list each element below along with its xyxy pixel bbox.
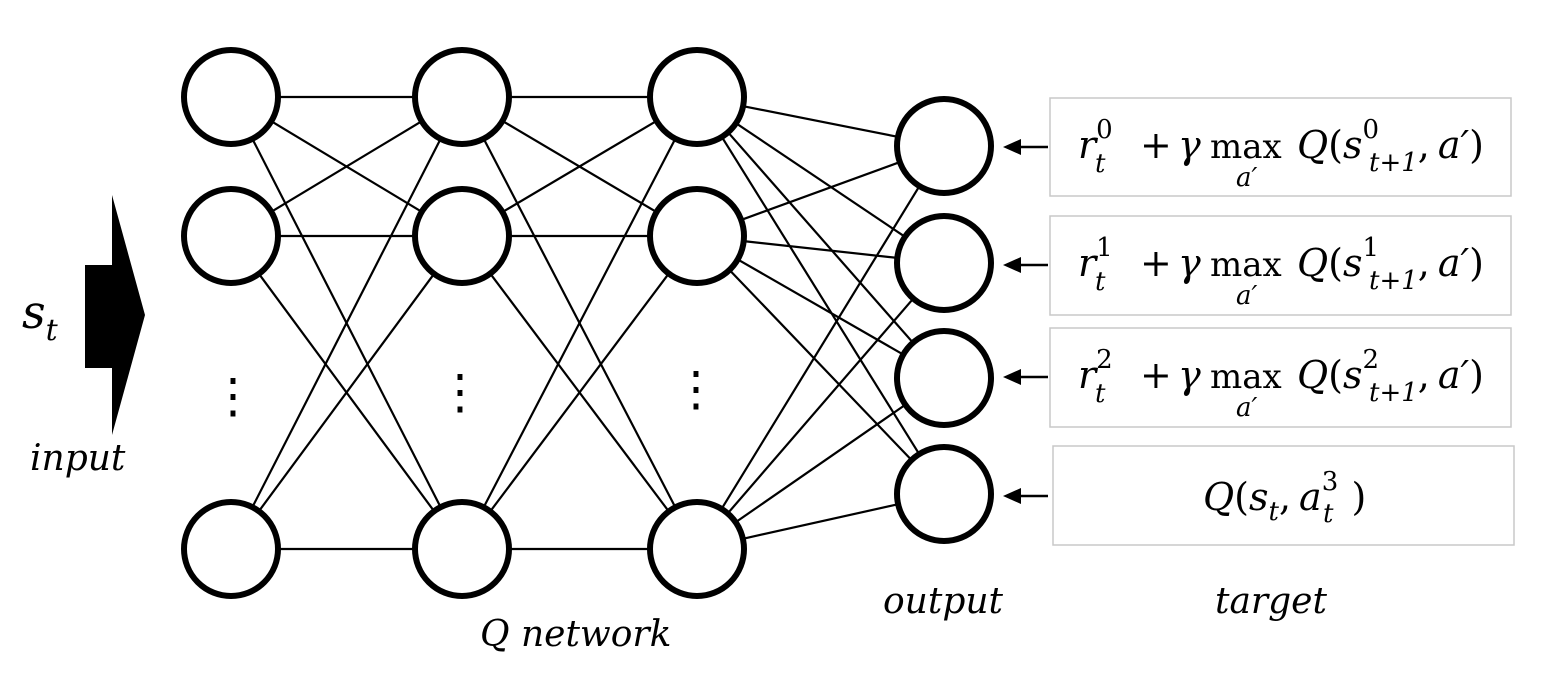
hidden-layer-1-node [412, 499, 512, 599]
svg-text:max: max [1210, 245, 1282, 285]
target-arrow [1003, 139, 1048, 155]
network-edge [726, 297, 915, 515]
network-edge [743, 240, 898, 259]
network-edge [258, 273, 435, 512]
target-box [1049, 215, 1512, 316]
q-network-label: Q network [480, 614, 671, 655]
target-box [1049, 97, 1512, 197]
target-box [1052, 445, 1515, 546]
ellipsis-layer-2: ⋮ [436, 364, 484, 420]
svg-text:Q(s2t+1,a′): Q(s2t+1,a′) [1297, 345, 1484, 408]
output-node [894, 328, 994, 428]
svg-text:a′: a′ [1236, 281, 1258, 311]
network-edge [728, 269, 913, 461]
ellipsis-layer-1: ⋮ [209, 368, 257, 424]
svg-text:+: + [1140, 123, 1172, 167]
hidden-layer-1-node [412, 47, 512, 147]
hidden-layer-1-node [412, 186, 512, 286]
input-layer-node [181, 47, 281, 147]
svg-text:r1t: r1t [1078, 233, 1113, 297]
network-edge [489, 272, 670, 513]
svg-text:a′: a′ [1236, 393, 1258, 423]
output-label: output [883, 581, 1004, 622]
svg-text:a′: a′ [1236, 163, 1258, 193]
output-node [894, 213, 994, 313]
svg-text:max: max [1210, 357, 1282, 397]
svg-text:r2t: r2t [1078, 345, 1113, 409]
input-layer-node [181, 186, 281, 286]
hidden-layer-2-node [647, 499, 747, 599]
network-edge [251, 138, 442, 508]
input-layer-node [181, 499, 281, 599]
svg-text:Q(s1t+1,a′): Q(s1t+1,a′) [1297, 233, 1484, 296]
svg-text:r0t: r0t [1078, 115, 1113, 179]
ellipsis-layer-3: ⋮ [672, 361, 720, 417]
input-state: st [22, 285, 59, 348]
svg-text:max: max [1210, 127, 1282, 167]
input-arrow [85, 195, 145, 435]
target-arrow [1003, 257, 1048, 273]
network-edge [720, 136, 921, 455]
network-edges [251, 95, 921, 551]
network-edge [482, 138, 677, 508]
network-edge [501, 119, 658, 214]
input-label: input [30, 438, 126, 479]
target-box [1049, 327, 1512, 428]
network-edge [740, 161, 901, 221]
network-edge [735, 403, 906, 524]
target-arrow [1003, 488, 1048, 504]
network-edge [735, 122, 906, 238]
target-label: target [1215, 581, 1327, 622]
network-edge [720, 185, 921, 510]
network-edge [742, 105, 899, 138]
network-edge [742, 503, 899, 540]
output-node [894, 444, 994, 544]
hidden-layer-2-node [647, 186, 747, 286]
output-node [894, 96, 994, 196]
svg-text:γ: γ [1178, 123, 1201, 167]
svg-text:γ: γ [1178, 353, 1201, 397]
svg-text:+: + [1140, 241, 1172, 285]
target-arrow [1003, 369, 1048, 385]
network-edge [727, 131, 914, 344]
hidden-layer-2-node [647, 47, 747, 147]
svg-text:γ: γ [1178, 241, 1201, 285]
network-edge [270, 120, 423, 213]
svg-text:Q(st,a3t): Q(st,a3t) [1203, 467, 1366, 529]
svg-text:Q(s0t+1,a′): Q(s0t+1,a′) [1297, 115, 1484, 178]
network-edge [737, 258, 904, 356]
svg-text:+: + [1140, 353, 1172, 397]
